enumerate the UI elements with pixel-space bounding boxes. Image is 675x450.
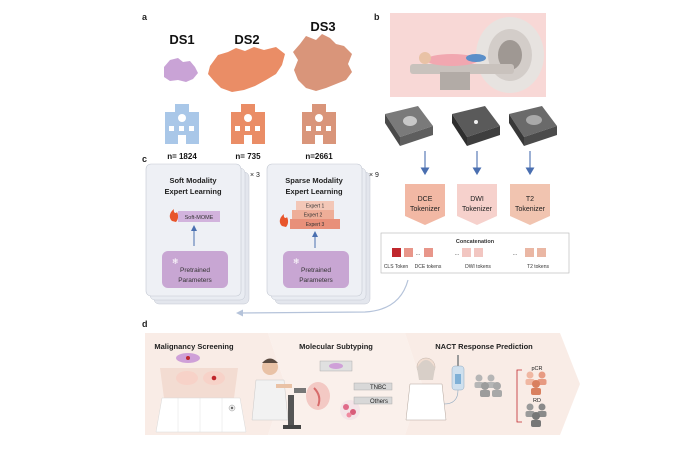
expert-1 bbox=[296, 201, 334, 210]
sparse-modality-expert-block: × 9 Sparse Modality Expert Learning Expe… bbox=[266, 163, 379, 305]
soft-mome-module bbox=[178, 211, 220, 222]
flame-icon bbox=[279, 214, 289, 227]
svg-text:DCE: DCE bbox=[418, 196, 433, 203]
sparse-block-title: Sparse Modality bbox=[285, 176, 343, 185]
ds2-region-map bbox=[208, 47, 285, 92]
soft-pretrained-parameters bbox=[162, 251, 228, 288]
concatenation-box: Concatenation ... ... ... CLS Token DCE … bbox=[380, 232, 570, 274]
soft-block-title: Soft Modality bbox=[169, 176, 217, 185]
mri-to-tokenizer-arrows bbox=[420, 151, 535, 176]
concat-to-encoder-arrow bbox=[239, 279, 409, 314]
panel-label-c: c bbox=[142, 154, 147, 164]
t2-token bbox=[537, 248, 546, 257]
task-malignancy-screening: Malignancy Screening bbox=[154, 342, 234, 351]
svg-text:...: ... bbox=[415, 251, 420, 257]
outcome-rd: RD bbox=[533, 398, 541, 404]
band-subtyping bbox=[268, 333, 422, 435]
patient-iv-illustration bbox=[405, 355, 465, 421]
task-nact-response: NACT Response Prediction bbox=[435, 342, 533, 351]
dataset-title-ds2: DS2 bbox=[234, 32, 259, 47]
ds1-count: n= 1824 bbox=[167, 152, 197, 161]
t2-token bbox=[525, 248, 534, 257]
ds2-count: n= 735 bbox=[235, 152, 261, 161]
svg-text:Parameters: Parameters bbox=[178, 277, 212, 284]
dataset-title-ds1: DS1 bbox=[169, 32, 194, 47]
outcome-pcr: pCR bbox=[531, 366, 542, 372]
svg-text:DWI: DWI bbox=[470, 196, 484, 203]
svg-text:Expert 3: Expert 3 bbox=[306, 222, 325, 228]
flame-icon bbox=[169, 209, 179, 222]
svg-text:Expert 2: Expert 2 bbox=[304, 213, 323, 219]
svg-text:DCE tokens: DCE tokens bbox=[415, 264, 442, 270]
ds2-hospital-icon bbox=[231, 104, 265, 144]
breast-screening-illustration bbox=[155, 353, 247, 433]
ds1-hospital-icon bbox=[165, 104, 199, 144]
concatenation-title: Concatenation bbox=[456, 239, 495, 245]
svg-text:T2: T2 bbox=[526, 196, 534, 203]
snowflake-icon: ❄ bbox=[293, 257, 300, 266]
svg-text:Pretrained: Pretrained bbox=[301, 267, 331, 274]
dce-token bbox=[424, 248, 433, 257]
slide-histology-illustration bbox=[306, 360, 393, 420]
ds3-count: n=2661 bbox=[305, 152, 333, 161]
cls-token bbox=[392, 248, 401, 257]
sparse-pretrained-parameters bbox=[283, 251, 349, 288]
mri-scanner-illustration bbox=[390, 13, 546, 97]
expert-2 bbox=[292, 210, 334, 219]
subtype-others: Others bbox=[370, 399, 388, 405]
patient-group-icon bbox=[474, 374, 502, 397]
t2-mri-volume bbox=[509, 106, 557, 146]
outcome-bracket bbox=[516, 369, 522, 423]
dce-tokenizer: DCE Tokenizer bbox=[405, 184, 445, 225]
svg-text:Tokenizer: Tokenizer bbox=[515, 206, 546, 213]
ds1-region-map bbox=[164, 58, 198, 82]
svg-text:Tokenizer: Tokenizer bbox=[462, 206, 493, 213]
dce-token bbox=[404, 248, 413, 257]
svg-text:Expert Learning: Expert Learning bbox=[164, 187, 222, 196]
svg-text:T2 tokens: T2 tokens bbox=[527, 264, 549, 270]
dce-mri-volume bbox=[385, 106, 433, 146]
soft-block-repeat: × 3 bbox=[250, 172, 260, 179]
ds3-region-map bbox=[293, 34, 352, 91]
expert-3 bbox=[290, 219, 340, 229]
dwi-token bbox=[474, 248, 483, 257]
svg-text:Expert 1: Expert 1 bbox=[306, 204, 325, 210]
svg-text:Parameters: Parameters bbox=[299, 277, 333, 284]
svg-text:CLS Token: CLS Token bbox=[384, 264, 409, 270]
svg-text:Tokenizer: Tokenizer bbox=[410, 206, 441, 213]
dwi-tokenizer: DWI Tokenizer bbox=[457, 184, 497, 225]
sparse-block-repeat: × 9 bbox=[369, 172, 379, 179]
svg-text:Pretrained: Pretrained bbox=[180, 267, 210, 274]
soft-modality-expert-block: × 3 Soft Modality Expert Learning Soft-M… bbox=[145, 163, 260, 305]
panel-label-d: d bbox=[142, 319, 148, 329]
svg-text:...: ... bbox=[512, 251, 517, 257]
dataset-title-ds3: DS3 bbox=[310, 19, 335, 34]
task-molecular-subtyping: Molecular Subtyping bbox=[299, 342, 373, 351]
subtype-tnbc: TNBC bbox=[370, 385, 387, 391]
panel-label-a: a bbox=[142, 12, 148, 22]
snowflake-icon: ❄ bbox=[172, 257, 179, 266]
svg-text:Soft-MOME: Soft-MOME bbox=[185, 215, 214, 221]
dwi-token bbox=[462, 248, 471, 257]
svg-text:DWI tokens: DWI tokens bbox=[465, 264, 491, 270]
rd-group-icon bbox=[525, 403, 547, 427]
panel-label-b: b bbox=[374, 12, 380, 22]
svg-text:Expert Learning: Expert Learning bbox=[285, 187, 343, 196]
svg-text:...: ... bbox=[454, 251, 459, 257]
ds3-hospital-icon bbox=[302, 104, 336, 144]
t2-tokenizer: T2 Tokenizer bbox=[510, 184, 550, 225]
dwi-mri-volume bbox=[452, 106, 500, 146]
pcr-group-icon bbox=[525, 371, 547, 395]
pathologist-microscope-illustration bbox=[251, 358, 306, 429]
